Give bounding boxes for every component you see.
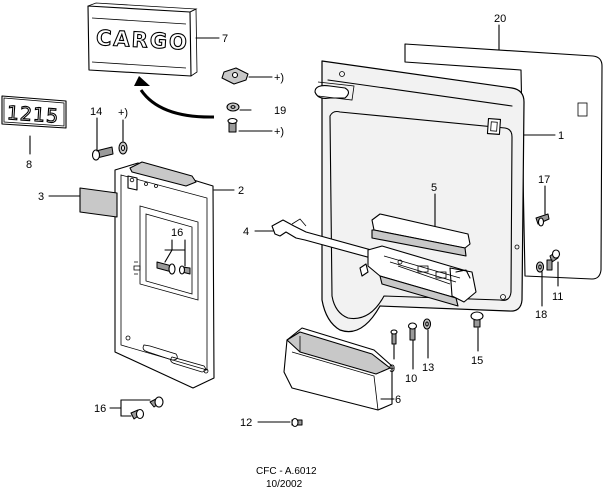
part-20-back-panel [404, 43, 603, 280]
part-13-washer [422, 318, 432, 330]
part-9-pin [390, 329, 398, 345]
part-17-screw [535, 213, 550, 227]
part-11-screw [546, 249, 561, 271]
part-12-screw [291, 417, 303, 428]
relocation-arrow [134, 76, 215, 119]
part-16-screws-lower [130, 396, 164, 420]
part-15-screw [470, 311, 484, 328]
part-19-washer [226, 102, 240, 112]
callout-16-lower: 16 [94, 403, 106, 415]
part-6-cover-cap [283, 327, 393, 411]
callout-10: 10 [405, 373, 417, 385]
callout-1: 1 [558, 130, 564, 142]
callout-19: 19 [274, 105, 286, 117]
part-10-screw [407, 322, 418, 341]
callout-11: 11 [552, 291, 563, 303]
part-18-washer [535, 261, 545, 273]
callout-16-upper: 16 [171, 227, 183, 239]
part-7-cargo-emblem [87, 2, 198, 77]
callout-14: 14 [90, 106, 102, 118]
callout-4: 4 [243, 226, 249, 238]
callout-5: 5 [431, 182, 437, 194]
callout-15: 15 [471, 355, 483, 367]
callout-8: 8 [26, 159, 32, 171]
leader-lines [29, 24, 559, 423]
callout-3: 3 [38, 191, 44, 203]
number-badge-text: 1215 [6, 102, 60, 128]
part-14-screw [91, 141, 128, 161]
callout-plus-lower: +) [274, 126, 284, 138]
callout-plus-upper: +) [274, 72, 284, 84]
callout-7: 7 [222, 33, 228, 45]
part-clip-nut [221, 67, 249, 85]
callout-2: 2 [238, 185, 244, 197]
part-16-screws-upper [156, 261, 191, 275]
part-3-label-plate [79, 187, 118, 218]
callout-6: 6 [395, 394, 401, 406]
callout-17: 17 [538, 174, 550, 186]
callout-9: 9 [389, 363, 395, 375]
drawing-date: 10/2002 [266, 479, 303, 490]
drawing-code: CFC - A.6012 [256, 466, 317, 477]
part-8-number-badge [1, 95, 67, 129]
part-4-lock-mechanism [271, 218, 477, 307]
callout-18: 18 [535, 309, 547, 321]
part-small-screw [227, 117, 238, 133]
callout-13: 13 [422, 362, 434, 374]
callout-12: 12 [240, 417, 252, 429]
part-2-inner-plate [114, 161, 215, 389]
cargo-emblem-text: CARGO [95, 26, 189, 55]
callout-20: 20 [494, 13, 506, 25]
part-5-handle-block [371, 213, 471, 257]
callout-plus-left: +) [118, 107, 128, 119]
